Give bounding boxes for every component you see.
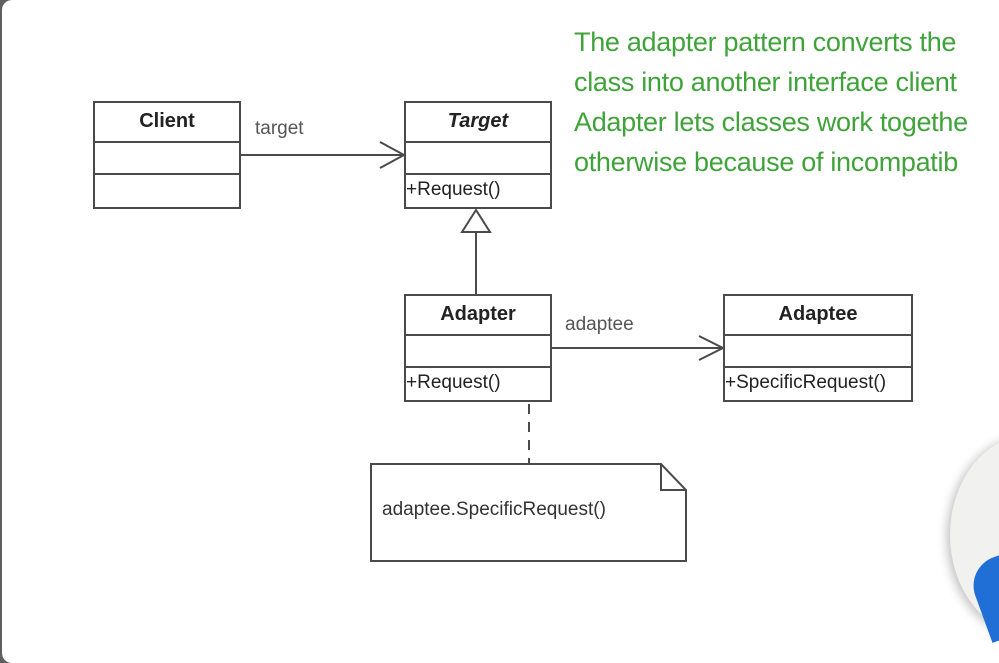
description-line: Adapter lets classes work togethe [574,107,968,137]
note-text: adaptee.SpecificRequest() [382,499,606,520]
description-text: The adapter pattern converts the class i… [574,22,999,182]
description-line: class into another interface client [574,67,957,97]
note-shape [370,463,687,562]
target-class-name: Target [406,103,550,143]
adaptee-operation: +SpecificRequest() [725,372,887,393]
generalization-triangle [460,208,492,233]
adaptee-class: Adaptee +SpecificRequest() [723,294,913,402]
target-class: Target +Request() [404,101,552,209]
target-association-label: target [255,118,304,139]
client-class-name: Client [95,103,239,143]
adaptee-attributes [725,336,911,368]
adaptee-association-label: adaptee [565,314,634,335]
target-operation: +Request() [406,179,501,200]
description-line: otherwise because of incompatib [574,147,958,177]
adapter-attributes [406,336,550,368]
note-fold [660,464,686,491]
adapter-operation: +Request() [406,372,501,393]
client-attributes [95,143,239,175]
adaptee-class-name: Adaptee [725,296,911,336]
target-attributes [406,143,550,175]
client-class: Client [93,101,241,209]
adapter-class-name: Adapter [406,296,550,336]
adapter-class: Adapter +Request() [404,294,552,402]
description-line: The adapter pattern converts the [574,27,957,57]
